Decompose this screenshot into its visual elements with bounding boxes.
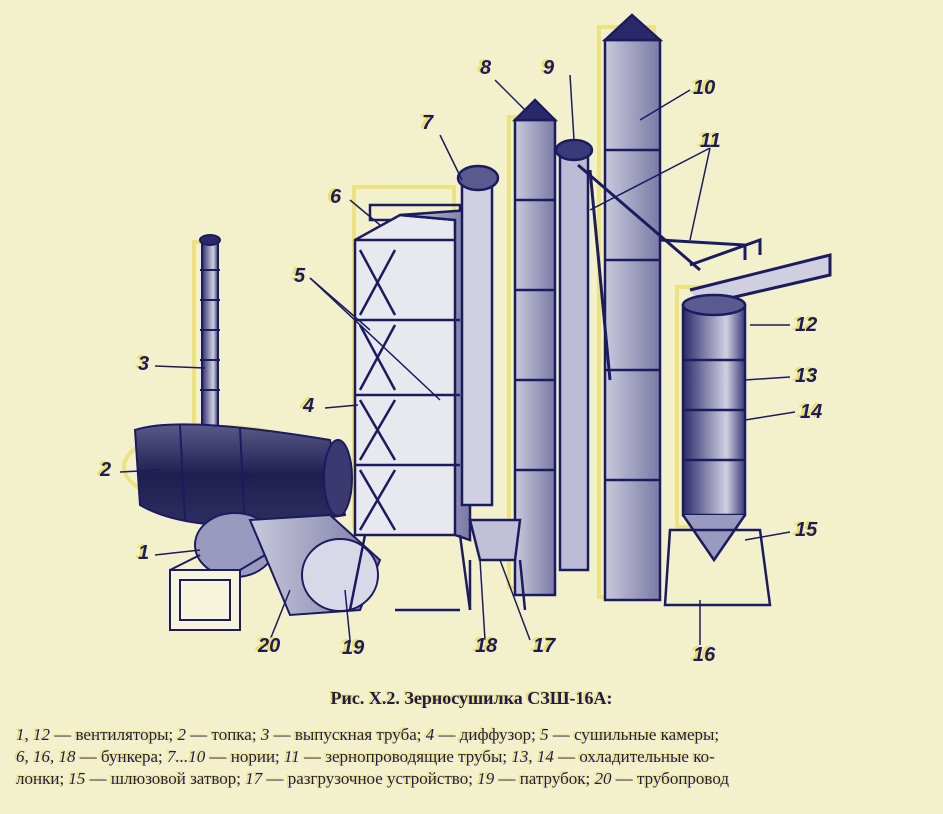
callout-2: 2 xyxy=(100,459,112,481)
furnace xyxy=(133,423,353,529)
exhaust-pipe xyxy=(199,234,221,441)
legend-text: — топка; xyxy=(186,725,261,744)
legend-number: 19 xyxy=(477,769,495,788)
cooling-columns xyxy=(663,293,772,607)
legend-text: — зернопроводящие трубы; xyxy=(299,747,512,766)
callout-1: 1 xyxy=(138,542,150,564)
callout-9: 9 xyxy=(543,57,555,79)
tall-elevator xyxy=(601,13,664,602)
callout-13: 13 xyxy=(795,365,818,387)
legend-number: 3 xyxy=(260,725,270,744)
callout-18: 18 xyxy=(475,635,498,657)
callout-8: 8 xyxy=(480,57,492,79)
callout-11: 11 xyxy=(700,130,721,152)
bunkers xyxy=(468,518,527,611)
dryer-drawing xyxy=(119,13,832,645)
callout-19: 19 xyxy=(342,637,365,659)
callout-14: 14 xyxy=(800,401,823,423)
figure-legend: 1, 12 — вентиляторы; 2 — топка; 3 — выпу… xyxy=(16,724,928,790)
callout-20: 20 xyxy=(258,635,281,657)
legend-text: — диффузор; xyxy=(434,725,541,744)
legend-number: 20 xyxy=(594,769,612,788)
callout-12: 12 xyxy=(795,314,818,336)
legend-text: — сушильные камеры; xyxy=(548,725,720,744)
callout-7: 7 xyxy=(422,112,434,134)
legend-text: — бункера; xyxy=(75,747,167,766)
callout-4: 4 xyxy=(303,395,315,417)
legend-text: — разгрузочное устройство; xyxy=(262,769,478,788)
legend-number: 13, 14 xyxy=(511,747,554,766)
legend-number: 7...10 xyxy=(167,747,206,766)
callout-3: 3 xyxy=(138,353,150,375)
legend-number: 6, 16, 18 xyxy=(16,747,76,766)
legend-text: — нории; xyxy=(205,747,285,766)
legend-line-2: 6, 16, 18 — бункера; 7...10 — нории; 11 … xyxy=(16,746,928,768)
legend-line-1: 1, 12 — вентиляторы; 2 — топка; 3 — выпу… xyxy=(16,724,928,746)
legend-text: — охладительные ко- xyxy=(553,747,715,766)
callout-17: 17 xyxy=(533,635,556,657)
legend-text: лонки; xyxy=(16,769,69,788)
legend-number: 5 xyxy=(540,725,549,744)
legend-text: — трубопровод xyxy=(611,769,729,788)
legend-line-3: лонки; 15 — шлюзовой затвор; 17 — разгру… xyxy=(16,768,928,790)
legend-number: 4 xyxy=(425,725,435,744)
callout-6: 6 xyxy=(330,186,342,208)
callout-16: 16 xyxy=(693,644,716,666)
legend-text: — выпускная труба; xyxy=(269,725,426,744)
legend-number: 11 xyxy=(284,747,300,766)
fan-assembly xyxy=(169,512,382,631)
leader-lines xyxy=(119,74,796,645)
figure-caption-title: Рис. Х.2. Зерносушилка СЗШ-16А: xyxy=(330,688,613,708)
legend-number: 1, 12 xyxy=(16,725,50,744)
legend-number: 15 xyxy=(68,769,86,788)
callout-5: 5 xyxy=(294,265,306,287)
grain-dryer-illustration: 1 2 3 4 5 6 7 8 9 10 11 12 13 14 15 16 1… xyxy=(100,13,832,666)
legend-number: 2 xyxy=(177,725,187,744)
grain-pipes xyxy=(577,163,832,381)
elevators xyxy=(456,98,594,597)
callout-15: 15 xyxy=(795,519,818,541)
legend-number: 17 xyxy=(245,769,263,788)
legend-text: — патрубок; xyxy=(494,769,595,788)
callout-10: 10 xyxy=(693,77,716,99)
legend-text: — шлюзовой затвор; xyxy=(85,769,246,788)
legend-text: — вентиляторы; xyxy=(50,725,178,744)
